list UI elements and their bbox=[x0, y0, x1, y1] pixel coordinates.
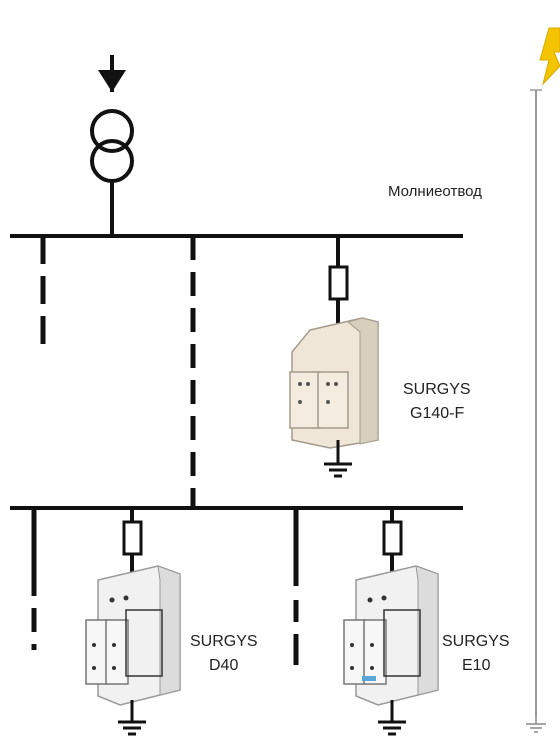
e10-branch bbox=[382, 508, 403, 572]
surgys-g140-device bbox=[289, 317, 379, 458]
transformer-symbol bbox=[90, 109, 134, 235]
d40-label-line2: D40 bbox=[209, 657, 239, 674]
e10-label-line2: E10 bbox=[462, 657, 491, 674]
g140-label-line1: SURGYS bbox=[403, 381, 471, 398]
fuse-g140 bbox=[328, 265, 349, 301]
surgys-d40-device bbox=[85, 565, 181, 716]
fuse-d40 bbox=[122, 520, 143, 556]
ground-symbol-d40 bbox=[116, 712, 148, 736]
e10-label-line1: SURGYS bbox=[442, 633, 510, 650]
lightning-rod-label: Молниеотвод bbox=[388, 183, 482, 200]
d40-label-line1: SURGYS bbox=[190, 633, 258, 650]
d40-branch bbox=[122, 508, 143, 572]
g140-label-line2: G140-F bbox=[410, 405, 465, 422]
g140-branch bbox=[328, 236, 349, 325]
lightning-bolt-icon bbox=[539, 27, 560, 86]
lightning-rod-conductor bbox=[530, 89, 542, 718]
fuse-e10 bbox=[382, 520, 403, 556]
ground-symbol-e10 bbox=[376, 712, 408, 736]
incoming-feed-arrow bbox=[98, 55, 126, 92]
surgys-e10-device bbox=[343, 565, 439, 716]
ground-symbol-g140 bbox=[322, 454, 354, 478]
ground-symbol-rod bbox=[525, 717, 547, 733]
